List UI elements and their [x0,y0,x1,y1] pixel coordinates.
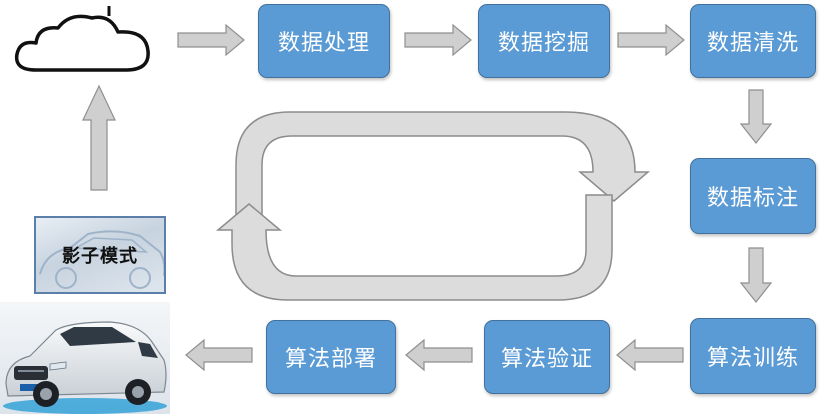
step-data-labeling: 数据标注 [690,158,816,234]
arrow-cloud-to-processing [177,23,245,57]
step-algorithm-validation: 算法验证 [484,320,610,394]
arrow-labeling-to-training [739,247,773,303]
arrow-deployment-to-car [185,338,253,372]
shadow-mode-label: 影子模式 [62,246,138,267]
step-algorithm-training-label: 算法训练 [706,346,799,371]
suv-car-photo [3,321,167,414]
step-algorithm-validation-label: 算法验证 [500,347,593,372]
arrow-training-to-validation [616,338,684,372]
shadow-mode-box: 影子模式 [34,216,166,294]
step-data-processing-label: 数据处理 [277,31,370,56]
step-algorithm-deployment: 算法部署 [266,320,396,394]
step-data-processing: 数据处理 [258,4,390,78]
step-data-cleaning-label: 数据清洗 [706,31,799,56]
arrow-processing-to-mining [404,23,472,57]
cycle-arrow-icon [215,111,651,301]
car-photo [0,302,170,414]
step-data-mining: 数据挖掘 [478,4,610,78]
cloud-icon [14,6,150,72]
arrow-shadow-to-cloud [82,84,116,191]
car-outline-icon [39,230,164,289]
step-data-cleaning: 数据清洗 [690,4,816,78]
arrow-cleaning-to-labeling [739,89,773,144]
arrow-validation-to-deployment [405,338,473,372]
arrow-mining-to-cleaning [617,23,685,57]
step-algorithm-deployment-label: 算法部署 [284,347,377,372]
step-algorithm-training: 算法训练 [690,318,816,394]
step-data-labeling-label: 数据标注 [706,186,799,211]
step-data-mining-label: 数据挖掘 [497,31,590,56]
cloud-block [8,6,158,80]
